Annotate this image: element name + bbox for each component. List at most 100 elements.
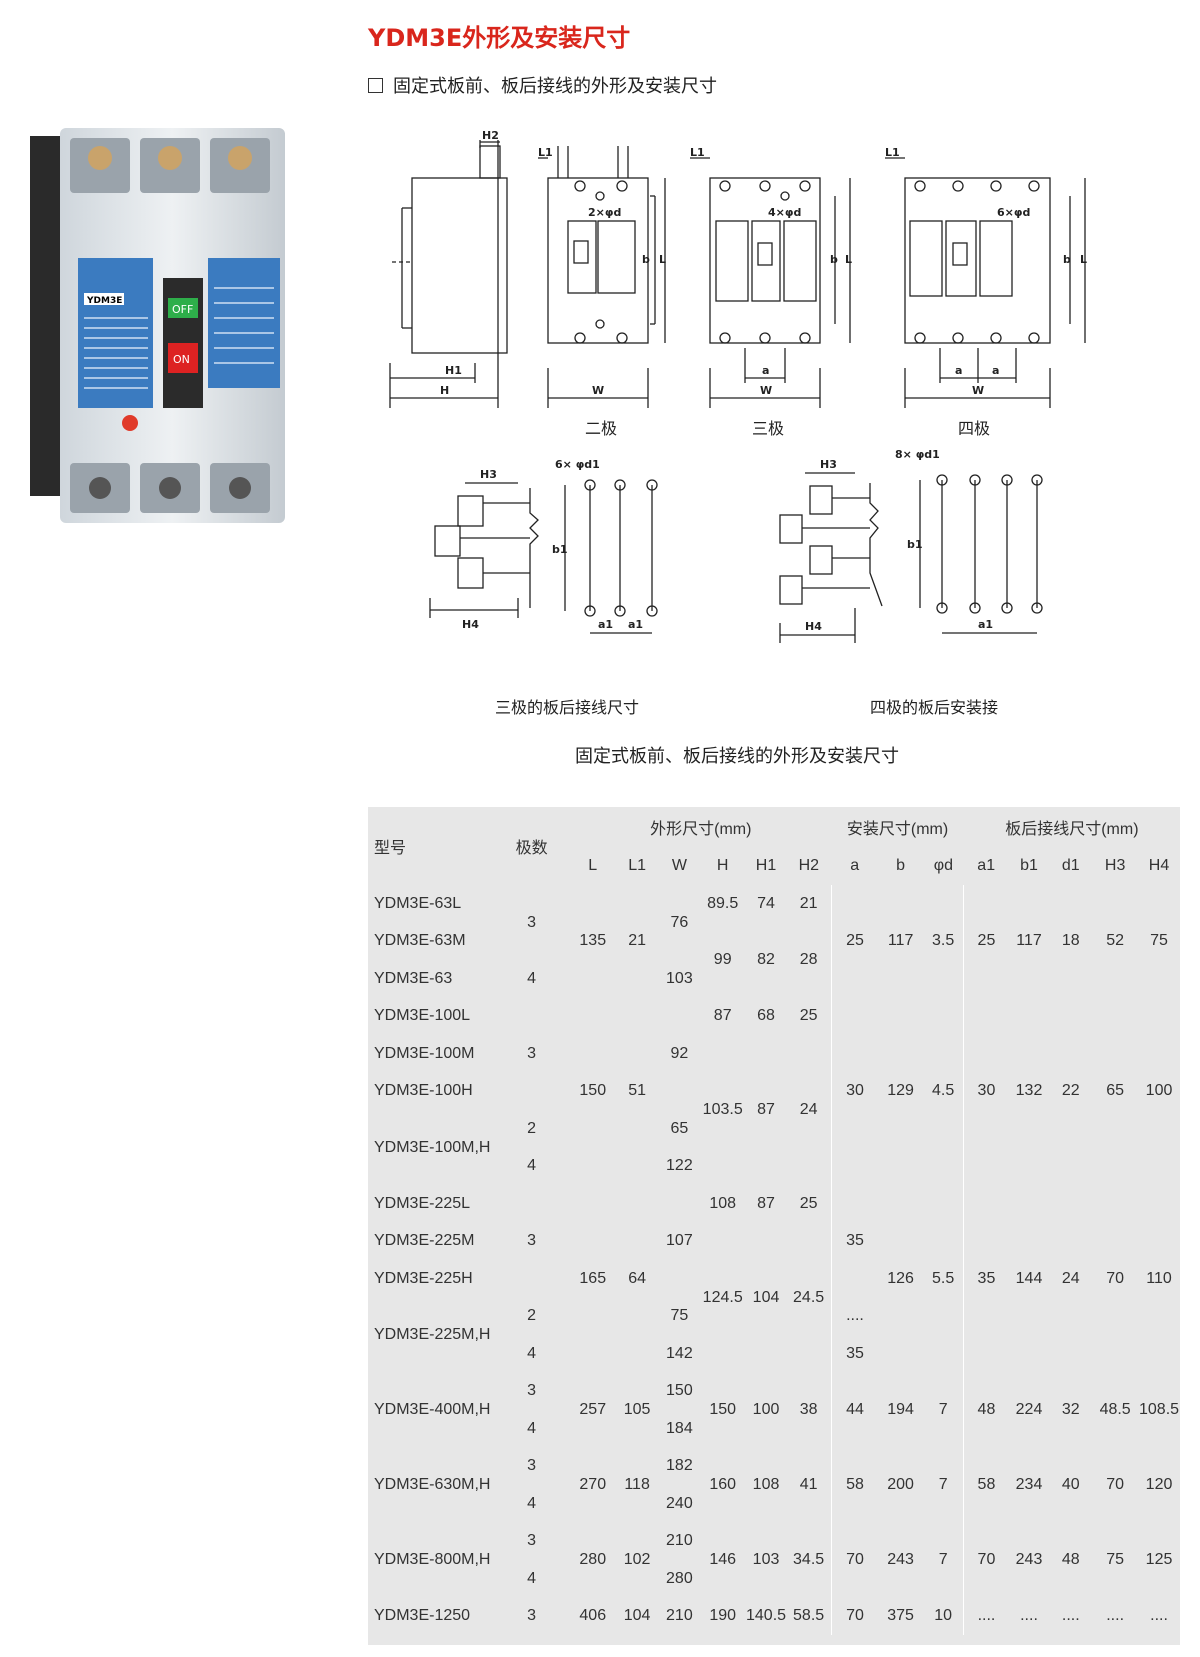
dim-h4-4p: H4: [805, 620, 822, 633]
table-row: YDM3E-63 4 103: [368, 960, 1180, 998]
model-cell: YDM3E-100M: [374, 1044, 475, 1062]
col-header: b: [896, 857, 906, 874]
cell-H2: 38: [799, 1401, 818, 1418]
cell-H3: ....: [1106, 1607, 1125, 1625]
dim-hole-3p: 4×φd: [768, 206, 801, 219]
cell-d1: 22: [1061, 1082, 1080, 1100]
cell-H: 190: [709, 1607, 737, 1625]
col-header-poles: 极数: [515, 840, 548, 857]
cell-a: 70: [830, 1597, 879, 1635]
cell-H2: 58.5: [793, 1607, 825, 1625]
rear-four-pole-drawing: [779, 472, 1043, 643]
cell-H: 87: [713, 1007, 732, 1025]
cell-H2: 34.5: [793, 1551, 825, 1568]
cell-a: 44: [830, 1372, 879, 1448]
cell-b: 194: [887, 1401, 914, 1418]
cell-a: 30: [830, 997, 879, 1185]
checkbox-icon: [368, 78, 383, 93]
cell-W: 107: [666, 1232, 693, 1250]
cell-b: 200: [887, 1476, 914, 1493]
cell-L1: 118: [624, 1476, 650, 1493]
cell-L1: 64: [628, 1269, 646, 1287]
cell-b1: 117: [1016, 932, 1042, 950]
spec-table-background: [368, 807, 1180, 1645]
model-cell: YDM3E-1250: [374, 1607, 471, 1625]
cell-a: 70: [830, 1522, 879, 1598]
table-row: YDM3E-63M 99 82 28: [368, 923, 1180, 968]
model-cell: YDM3E-63: [374, 969, 453, 987]
model-cell: YDM3E-100H: [374, 1082, 473, 1100]
col-header: L1: [628, 857, 646, 874]
cell-L: 257: [579, 1401, 607, 1418]
cell-H2: 25: [799, 1007, 818, 1025]
poles-cell: 4: [527, 1569, 537, 1587]
dim-a-3p: a: [762, 364, 769, 377]
dim-l1-2p: L1: [538, 146, 553, 159]
cell-L: 280: [579, 1551, 607, 1568]
cell-b: 375: [887, 1607, 914, 1625]
cell-d: 5.5: [932, 1269, 955, 1287]
cell-H2: 24: [799, 1101, 818, 1118]
cell-W: 76: [670, 913, 689, 931]
cell-H3: 75: [1106, 1551, 1125, 1568]
cell-d1: 24: [1061, 1269, 1080, 1287]
cell-H4: ....: [1150, 1607, 1168, 1625]
dim-b-3p: b: [830, 253, 838, 266]
cell-H2: 24.5: [793, 1288, 825, 1306]
cell-d1: ....: [1061, 1607, 1080, 1625]
table-row: 4 184: [368, 1410, 1180, 1448]
four-pole-drawing: [885, 157, 1086, 408]
dim-a1-3p-1: a1: [598, 618, 613, 631]
table-row: YDM3E-100M 103.5 87 24: [368, 1035, 1180, 1118]
cell-W: 75: [670, 1307, 689, 1325]
cell-H: 89.5: [707, 894, 739, 912]
cell-W: 92: [670, 1044, 689, 1062]
col-header: H2: [798, 857, 820, 874]
cell-a: 58: [830, 1447, 879, 1523]
col-header: H4: [1148, 857, 1170, 874]
cell-H2: 25: [799, 1194, 818, 1212]
cell-a: ....: [830, 1297, 879, 1335]
cell-H1: 87: [757, 1101, 775, 1118]
cell-W: 182: [666, 1457, 693, 1475]
col-header-model: 型号: [374, 840, 407, 857]
dim-l-3p: L: [845, 253, 852, 266]
group-header-install: 安装尺寸(mm): [846, 821, 949, 838]
table-row: 4 142 35: [368, 1335, 1180, 1373]
cell-H3: 70: [1106, 1269, 1125, 1287]
cell-H: 146: [709, 1551, 737, 1568]
model-cell: YDM3E-800M,H: [374, 1551, 491, 1568]
cell-d: 10: [934, 1607, 953, 1625]
cell-d: 4.5: [932, 1082, 955, 1100]
poles-cell: 3: [527, 1607, 537, 1625]
cell-b: 117: [887, 932, 914, 950]
model-cell: YDM3E-225M,H: [374, 1326, 491, 1343]
label-rear-four: 四极的板后安装接: [870, 698, 998, 717]
cell-W: 142: [666, 1344, 693, 1362]
cell-a: 35: [830, 1185, 879, 1298]
dim-b1-4p: b1: [907, 538, 923, 551]
dim-hole-4p: 6×φd: [997, 206, 1030, 219]
dim-a2-4p: a: [992, 364, 999, 377]
cell-b: 126: [887, 1269, 914, 1287]
cell-H: 160: [709, 1476, 737, 1493]
cell-L: 270: [579, 1476, 607, 1493]
table-row: YDM3E-225M 124.5 104 24.5: [368, 1223, 1180, 1305]
cell-H4: 125: [1145, 1551, 1173, 1568]
dim-h1: H1: [445, 364, 462, 377]
section-subtitle: 固定式板前、板后接线的外形及安装尺寸: [368, 72, 717, 98]
cell-H1: 104: [752, 1288, 780, 1306]
dim-l-2p: L: [659, 253, 666, 266]
table-row: 4 280: [368, 1560, 1180, 1598]
poles-cell: 2: [527, 1119, 537, 1137]
cell-H: 150: [709, 1401, 737, 1418]
cell-W: 280: [666, 1569, 693, 1587]
dim-l1-4p: L1: [885, 146, 900, 159]
cell-d: 7: [938, 1551, 948, 1568]
cell-H: 108: [709, 1194, 737, 1212]
poles-cell: 3: [527, 1532, 537, 1550]
model-cell: YDM3E-225H: [374, 1269, 473, 1287]
cell-H4: 75: [1150, 932, 1168, 950]
table-row: YDM3E-100M,H 2 65: [368, 1110, 1180, 1156]
cell-a: 35: [830, 1335, 879, 1373]
